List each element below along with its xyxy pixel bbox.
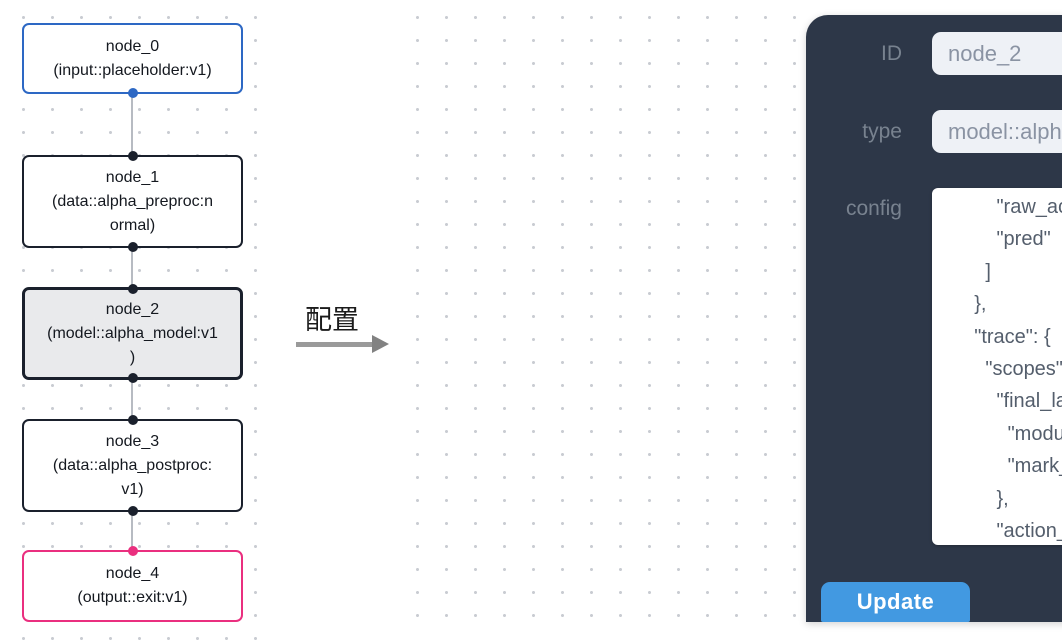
flow-node-node_1[interactable]: node_1 (data::alpha_preproc:n ormal) [22, 151, 243, 252]
right-arrow-head-icon [372, 335, 389, 353]
node-label: node_1 (data::alpha_preproc:n ormal) [52, 168, 213, 234]
input-port-dot[interactable] [127, 151, 138, 161]
output-port-dot[interactable] [127, 373, 138, 383]
type-input[interactable] [932, 110, 1062, 153]
node-label: node_3 (data::alpha_postproc: v1) [52, 432, 213, 498]
node-label: node_4 (output::exit:v1) [77, 565, 188, 606]
config-textarea[interactable]: "raw_action", "pred" ] }, "trace": { "sc… [932, 188, 1062, 545]
type-label: type [862, 120, 902, 143]
node-label: node_2 (model::alpha_model:v1 ) [47, 300, 218, 366]
flow-node-node_2-selected[interactable]: node_2 (model::alpha_model:v1 ) [22, 284, 243, 383]
flow-node-node_4[interactable]: node_4 (output::exit:v1) [22, 546, 243, 622]
transition-label: 配置 [305, 305, 359, 335]
flow-node-node_0[interactable]: node_0 (input::placeholder:v1) [22, 23, 243, 98]
right-arrow-icon [296, 342, 373, 347]
input-port-dot[interactable] [127, 415, 138, 425]
flow-canvas: node_0 (input::placeholder:v1) node_1 (d… [0, 0, 268, 643]
input-port-dot[interactable] [127, 546, 138, 556]
config-json-text: "raw_action", "pred" ] }, "trace": { "sc… [974, 196, 1062, 543]
update-button[interactable]: Update [821, 582, 970, 622]
id-label: ID [881, 42, 902, 65]
config-label: config [845, 197, 902, 220]
input-port-dot[interactable] [127, 284, 138, 294]
edge-node1-node2 [131, 248, 133, 288]
id-input[interactable] [932, 32, 1062, 75]
edge-node0-node1 [131, 94, 133, 156]
edge-node2-node3 [131, 380, 133, 420]
node-label: node_0 (input::placeholder:v1) [53, 37, 212, 79]
output-port-dot[interactable] [127, 242, 138, 252]
output-port-dot[interactable] [127, 506, 138, 516]
config-panel-area: ID type config "raw_action", "pred" ] },… [394, 0, 1062, 626]
flow-node-node_3[interactable]: node_3 (data::alpha_postproc: v1) [22, 415, 243, 516]
config-panel: ID type config "raw_action", "pred" ] },… [806, 15, 1062, 622]
output-port-dot[interactable] [127, 88, 138, 98]
edge-node3-node4 [131, 512, 133, 551]
